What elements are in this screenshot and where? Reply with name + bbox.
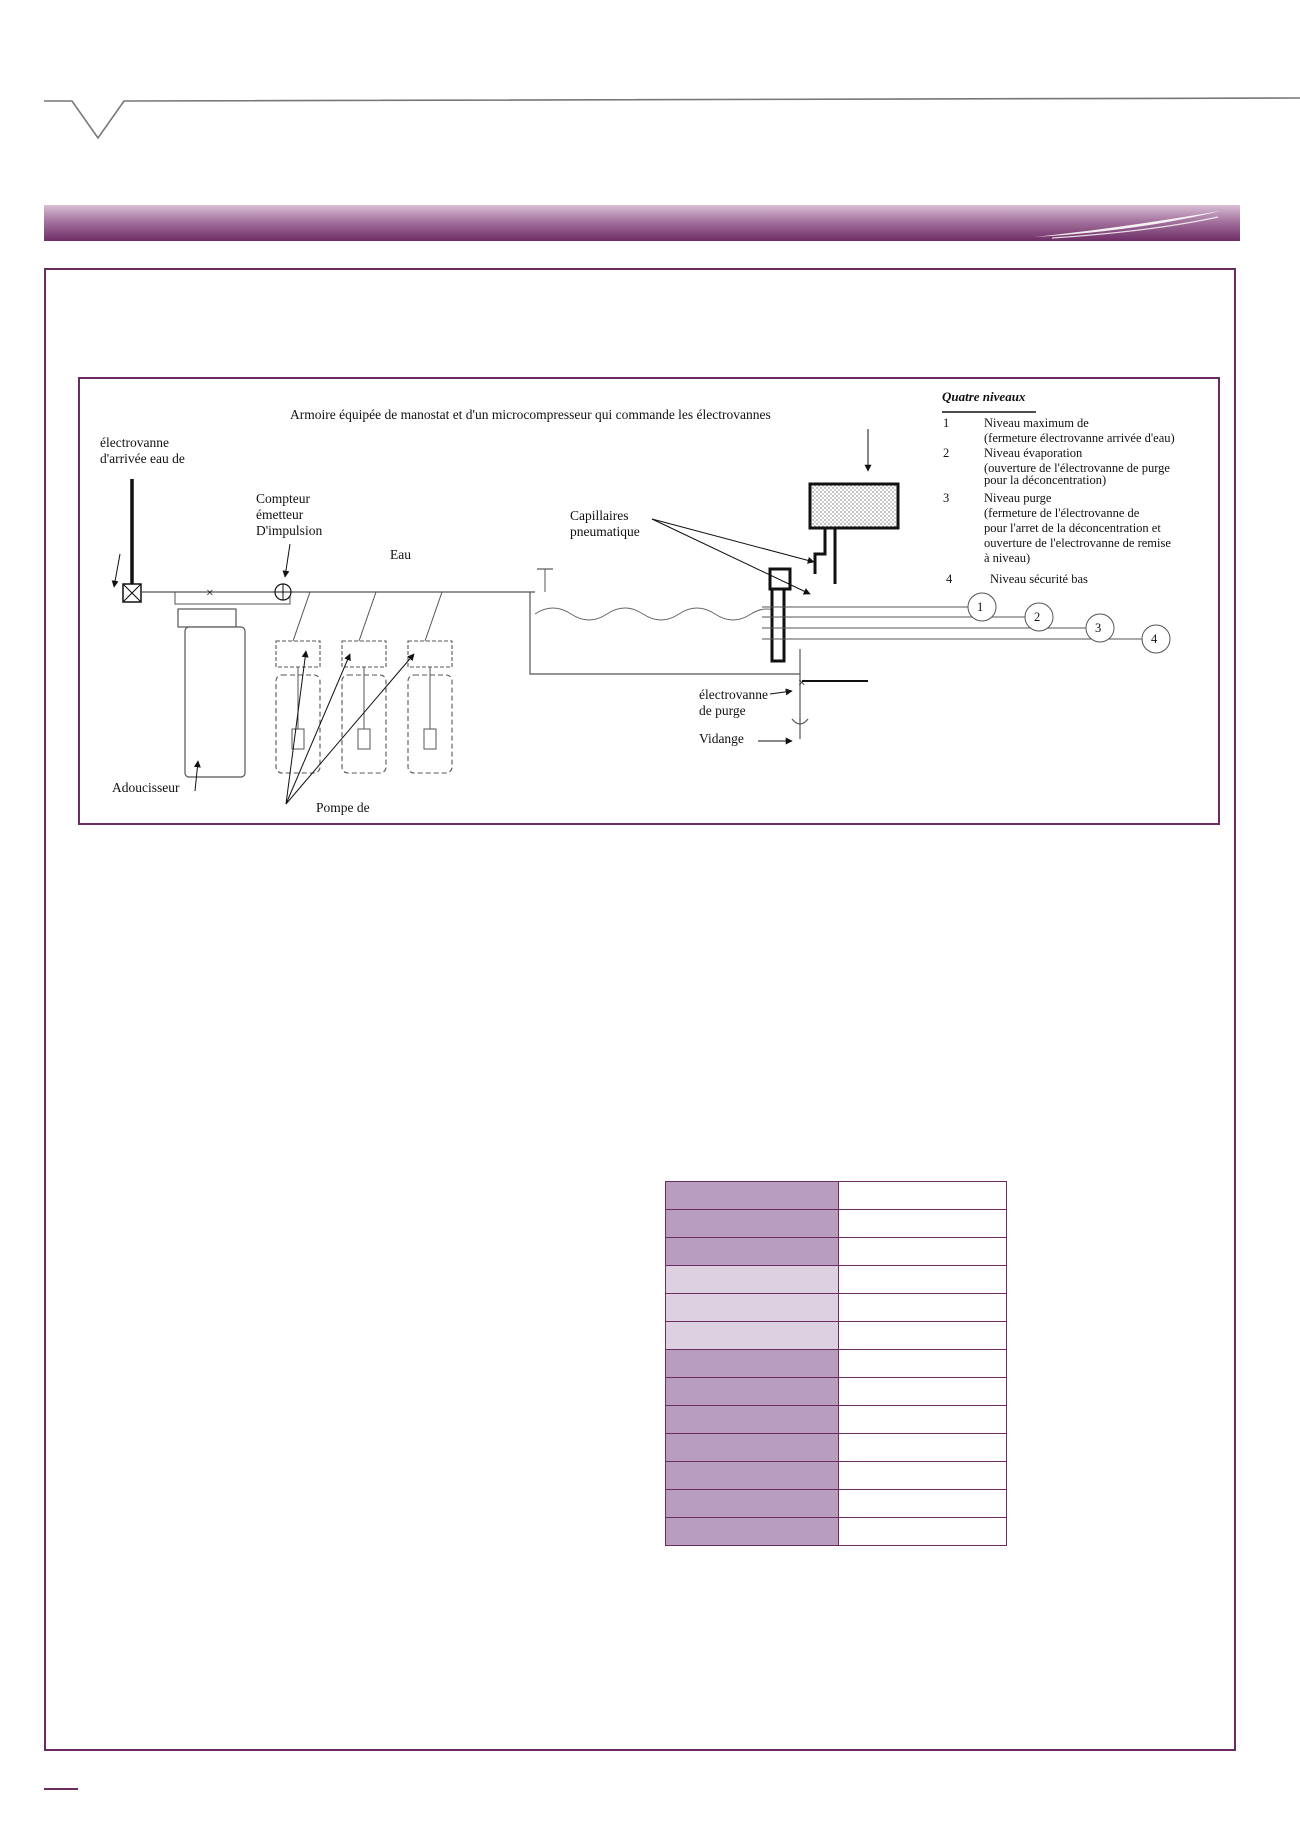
softener-tank xyxy=(184,626,246,778)
label-capillaires-2: pneumatique xyxy=(570,524,640,539)
label-compteur-1: Compteur xyxy=(256,491,310,506)
table-cell-label xyxy=(664,1517,840,1546)
bottom-mark xyxy=(44,1788,78,1790)
label-pompe: Pompe de xyxy=(316,800,370,815)
legend-2-line-2: (ouverture de l'électrovanne de purge xyxy=(984,461,1170,475)
header-band xyxy=(44,205,1240,241)
label-compteur-2: émetteur xyxy=(256,507,304,522)
svg-text:2: 2 xyxy=(1034,610,1040,624)
table-cell-value xyxy=(838,1181,1007,1210)
water-surface xyxy=(534,607,784,621)
level-marker-2: 2 xyxy=(1024,602,1054,632)
table-row xyxy=(664,1377,1007,1406)
legend-3-line-5: à niveau) xyxy=(984,551,1030,565)
table-cell-value xyxy=(838,1293,1007,1322)
legend-3-line-1: Niveau purge xyxy=(984,491,1052,505)
dosing-pumps xyxy=(275,591,453,774)
table-cell-value xyxy=(838,1461,1007,1490)
table-row xyxy=(664,1237,1007,1266)
table-cell-label xyxy=(664,1349,840,1378)
table-row xyxy=(664,1349,1007,1378)
svg-text:3: 3 xyxy=(1095,621,1101,635)
table-row xyxy=(664,1209,1007,1238)
table-cell-value xyxy=(838,1377,1007,1406)
probe-head xyxy=(768,567,792,591)
table-cell-label xyxy=(664,1237,840,1266)
table-cell-label xyxy=(664,1433,840,1462)
diagram-caption: Armoire équipée de manostat et d'un micr… xyxy=(290,407,771,422)
legend-1-line-2: (fermeture électrovanne arrivée d'eau) xyxy=(984,431,1175,445)
legend-1-line-1: Niveau maximum de xyxy=(984,416,1089,430)
table-cell-label xyxy=(664,1489,840,1518)
table-cell-label xyxy=(664,1293,840,1322)
data-table-body xyxy=(664,1181,1007,1546)
table-row xyxy=(664,1461,1007,1490)
svg-text:4: 4 xyxy=(1151,632,1158,646)
level-marker-3: 3 xyxy=(1085,613,1115,643)
content-frame xyxy=(44,268,1236,1751)
table-row xyxy=(664,1265,1007,1294)
legend-3-line-4: ouverture de l'electrovanne de remise xyxy=(984,536,1171,550)
table-cell-label xyxy=(664,1209,840,1238)
label-electrovanne-arrivee-2: d'arrivée eau de xyxy=(100,451,185,466)
table-cell-value xyxy=(838,1349,1007,1378)
legend-num-1: 1 xyxy=(943,416,949,430)
diagram-drawing: Armoire équipée de manostat et d'un micr… xyxy=(100,389,1175,815)
table-cell-label xyxy=(664,1181,840,1210)
label-vidange: Vidange xyxy=(699,731,744,746)
legend-4-line-1: Niveau sécurité bas xyxy=(990,572,1088,586)
table-cell-value xyxy=(838,1405,1007,1434)
table-row xyxy=(664,1433,1007,1462)
table-row xyxy=(664,1321,1007,1350)
level-marker-1: 1 xyxy=(967,592,997,622)
legend-num-2: 2 xyxy=(943,446,949,460)
table-row xyxy=(664,1181,1007,1210)
table-row xyxy=(664,1517,1007,1546)
label-adoucisseur: Adoucisseur xyxy=(112,780,180,795)
swoosh-icon xyxy=(1034,211,1220,239)
table-cell-label xyxy=(664,1377,840,1406)
table-cell-label xyxy=(664,1265,840,1294)
legend-3-line-3: pour l'arret de la déconcentration et xyxy=(984,521,1161,535)
table-row xyxy=(664,1489,1007,1518)
table-row xyxy=(664,1405,1007,1434)
legend-num-3: 3 xyxy=(943,491,949,505)
table-cell-value xyxy=(838,1489,1007,1518)
legend-2-line-1: Niveau évaporation xyxy=(984,446,1083,460)
label-compteur-3: D'impulsion xyxy=(256,523,322,538)
purge-valve-icon: × xyxy=(798,675,806,690)
label-electrovanne-arrivee-1: électrovanne xyxy=(100,435,169,450)
legend-3-line-2: (fermeture de l'électrovanne de xyxy=(984,506,1140,520)
table-cell-value xyxy=(838,1209,1007,1238)
table-cell-value xyxy=(838,1433,1007,1462)
level-marker-4: 4 xyxy=(1141,624,1171,654)
legend-num-4: 4 xyxy=(946,572,953,586)
table-cell-label xyxy=(664,1405,840,1434)
table-cell-value xyxy=(838,1321,1007,1350)
table-cell-value xyxy=(838,1265,1007,1294)
label-electrovanne-purge-2: de purge xyxy=(699,703,746,718)
legend-2-line-3: pour la déconcentration) xyxy=(984,473,1106,487)
data-table xyxy=(664,1181,1007,1546)
table-cell-value xyxy=(838,1517,1007,1546)
label-capillaires-1: Capillaires xyxy=(570,508,628,523)
label-eau: Eau xyxy=(390,547,411,562)
table-row xyxy=(664,1293,1007,1322)
label-electrovanne-purge-1: électrovanne xyxy=(699,687,768,702)
legend-title: Quatre niveaux xyxy=(942,389,1026,404)
legend: Quatre niveaux 1 Niveau maximum de (ferm… xyxy=(942,389,1175,586)
control-cabinet xyxy=(808,482,900,530)
level-probe xyxy=(770,587,786,663)
table-cell-value xyxy=(838,1237,1007,1266)
bypass-valve-icon: × xyxy=(206,585,214,600)
basin xyxy=(529,592,800,675)
top-rule-decoration xyxy=(44,97,1300,140)
water-treatment-diagram: Armoire équipée de manostat et d'un micr… xyxy=(78,377,1220,825)
drain-funnel-icon xyxy=(791,718,809,725)
svg-text:1: 1 xyxy=(977,600,983,614)
table-cell-label xyxy=(664,1461,840,1490)
table-cell-label xyxy=(664,1321,840,1350)
